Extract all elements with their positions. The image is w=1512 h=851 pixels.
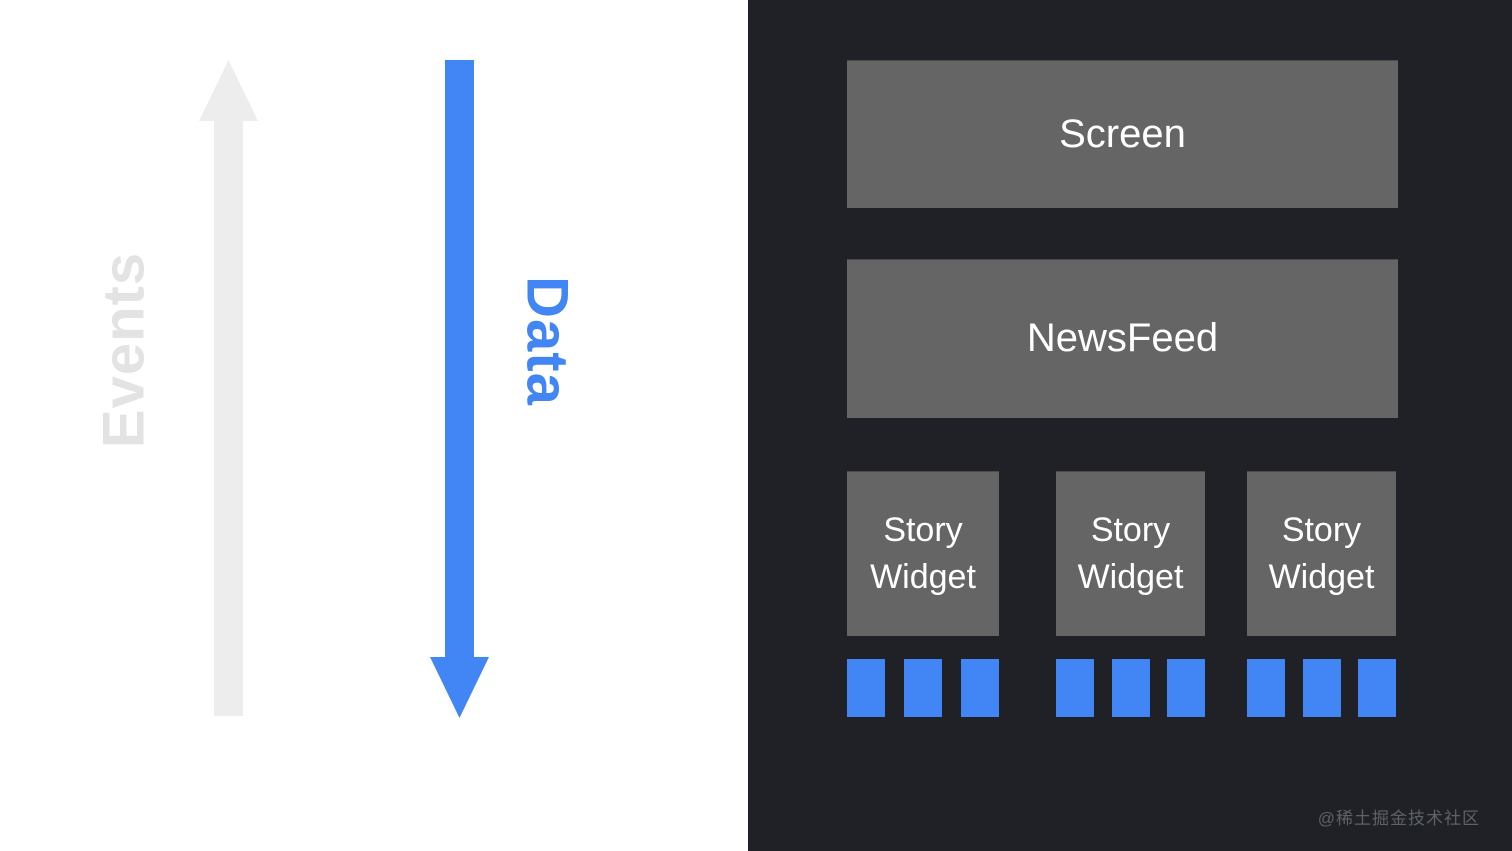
data-blocks-row [1056, 659, 1205, 717]
story-widget-label: Story Widget [870, 510, 976, 596]
events-label: Events [91, 251, 157, 449]
data-block [1302, 659, 1341, 717]
data-block [1111, 659, 1150, 717]
data-block [904, 659, 942, 717]
screen-widget-label: Screen [1059, 111, 1186, 156]
data-block [961, 659, 999, 717]
watermark: @稀土掘金技术社区 [1317, 809, 1480, 828]
story-widget-label: Story Widget [1077, 510, 1184, 596]
newsfeed-widget-box: NewsFeed [847, 259, 1398, 418]
story-widget-box: Story Widget [1056, 471, 1205, 636]
story-widget-column: Story Widget [847, 471, 999, 717]
down-arrow-icon [430, 60, 489, 718]
data-blocks-row [847, 659, 999, 717]
widget-tree-panel: Screen NewsFeed Story Widget Story Widge… [748, 0, 1512, 851]
data-block [1358, 659, 1396, 717]
up-arrow-icon [199, 60, 258, 716]
story-widget-label: Story Widget [1268, 510, 1375, 596]
screen-widget-box: Screen [847, 60, 1398, 208]
newsfeed-widget-label: NewsFeed [1026, 316, 1219, 360]
data-block [1167, 659, 1205, 717]
story-widget-column: Story Widget [1247, 471, 1396, 717]
story-widget-box: Story Widget [847, 471, 999, 636]
data-blocks-row [1247, 659, 1396, 717]
data-block [1056, 659, 1094, 717]
story-widget-box: Story Widget [1247, 471, 1396, 636]
story-widget-column: Story Widget [1056, 471, 1205, 717]
data-block [847, 659, 885, 717]
data-block [1247, 659, 1285, 717]
data-label: Data [514, 276, 580, 406]
flow-arrows-area: Events Data [0, 0, 748, 851]
